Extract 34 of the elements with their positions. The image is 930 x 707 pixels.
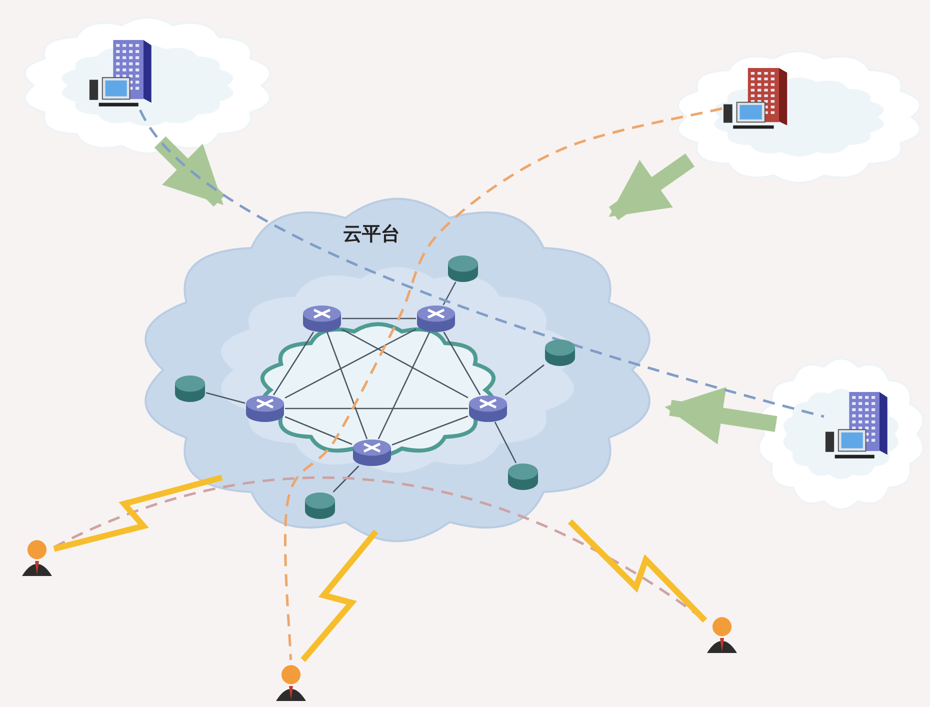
link-line	[342, 318, 416, 320]
link-line	[378, 332, 430, 440]
link-line	[206, 392, 246, 404]
link-line	[284, 416, 352, 445]
router-icon	[352, 439, 392, 466]
link-line	[494, 422, 517, 464]
link-line	[285, 408, 468, 410]
router-icon	[302, 305, 342, 332]
lightning-bolt	[53, 474, 223, 552]
link-line	[284, 328, 416, 399]
link-line	[342, 328, 468, 398]
link-line	[504, 364, 544, 396]
link-line	[332, 466, 360, 492]
lightning-bolt	[568, 519, 708, 623]
router-icon	[468, 395, 508, 422]
router-icon	[416, 305, 456, 332]
link-line	[442, 282, 456, 306]
lightning-bolt	[300, 530, 378, 662]
arrow	[154, 136, 225, 207]
dashed-line	[284, 107, 722, 660]
router-icon	[507, 463, 539, 490]
dashed-line	[139, 109, 824, 418]
router-icon	[447, 255, 479, 282]
link-line	[326, 332, 368, 440]
router-icon	[245, 395, 285, 422]
arrow	[664, 387, 778, 444]
arrow	[608, 153, 695, 220]
router-icon	[304, 492, 336, 519]
link-line	[273, 332, 314, 396]
router-icon	[174, 375, 206, 402]
link-line	[392, 415, 468, 446]
router-icon	[544, 339, 576, 366]
cloud-title: 云平台	[343, 222, 400, 247]
link-line	[443, 332, 481, 396]
